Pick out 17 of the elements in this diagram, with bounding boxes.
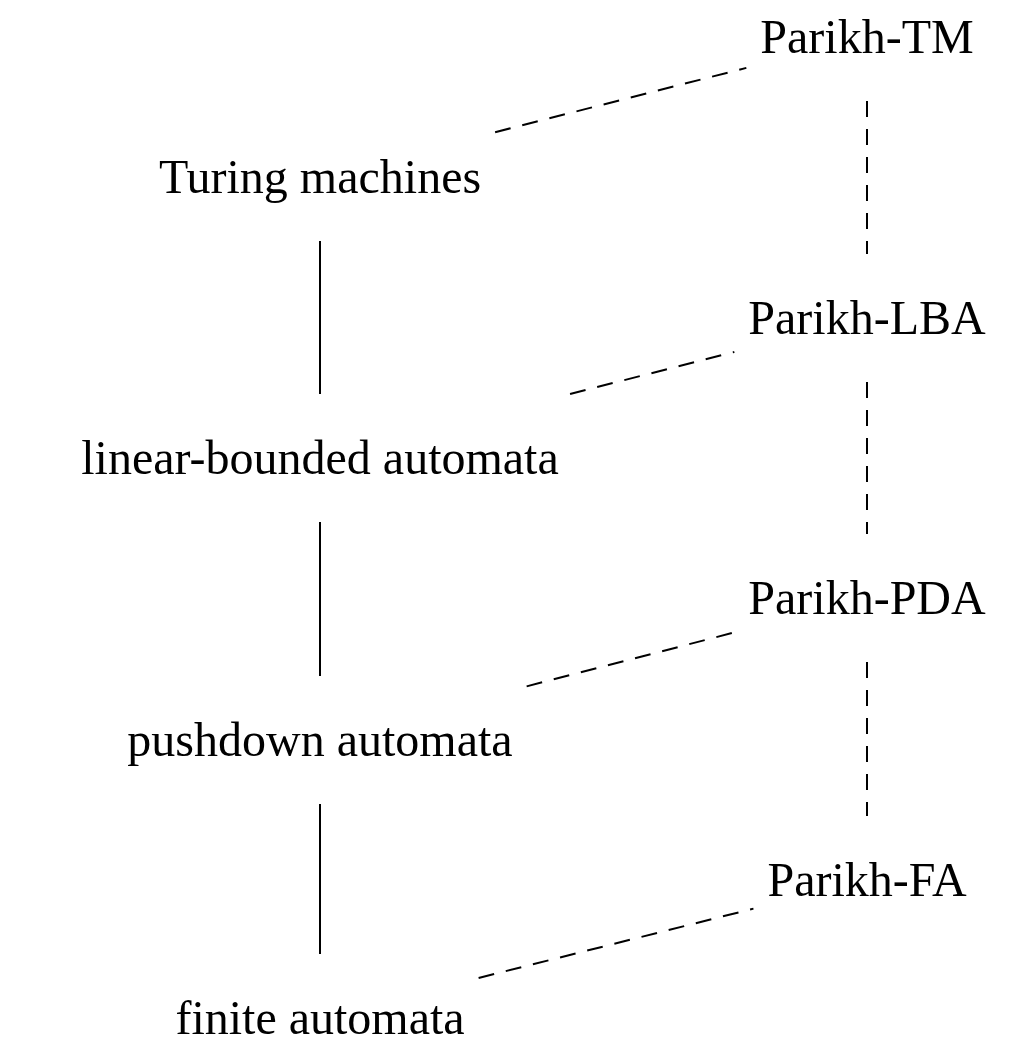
dashed-line: [569, 350, 736, 395]
dashed-line: [494, 66, 748, 134]
dashed-line: [866, 100, 868, 255]
node-label: Turing machines: [158, 153, 482, 201]
node-label: Parikh-FA: [767, 856, 967, 904]
node-label: Parikh-TM: [760, 13, 974, 61]
line: [319, 521, 321, 677]
line: [319, 240, 321, 395]
line: [319, 803, 321, 955]
node-label: linear-bounded automata: [81, 434, 559, 482]
node-label: Parikh-LBA: [748, 294, 986, 342]
dashed-line: [866, 381, 868, 535]
node-label: finite automata: [175, 994, 465, 1042]
node-label: pushdown automata: [127, 716, 513, 764]
dashed-line: [477, 907, 755, 979]
dashed-line: [866, 661, 868, 817]
node-label: Parikh-PDA: [748, 574, 986, 622]
